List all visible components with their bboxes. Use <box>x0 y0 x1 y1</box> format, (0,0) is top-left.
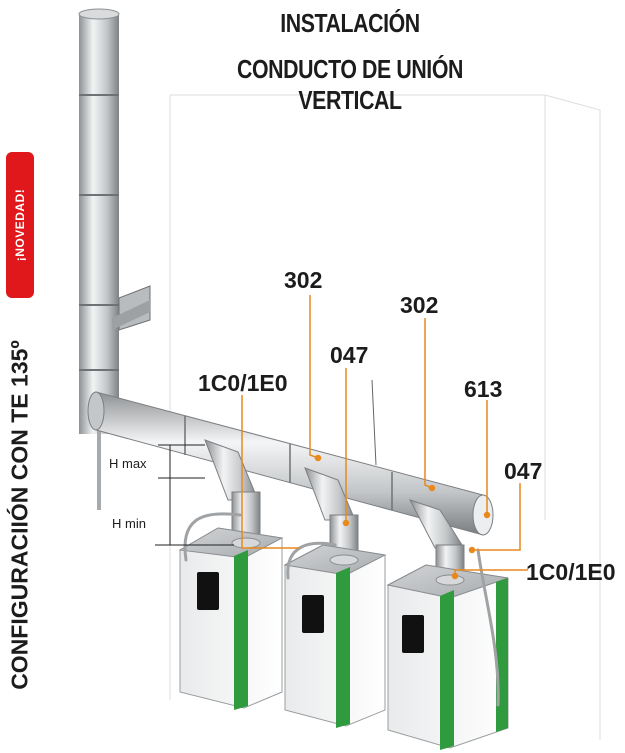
title-line-2: CONDUCTO DE UNIÓN VERTICAL <box>237 54 463 115</box>
callout-047-center: 047 <box>330 342 369 368</box>
boiler-middle <box>283 544 387 728</box>
boiler-left <box>178 527 284 710</box>
cables <box>183 512 500 707</box>
novedad-badge-label: ¡NOVEDAD! <box>13 188 27 262</box>
callout-1c0-right: 1C0/1E0 <box>526 559 616 585</box>
configuration-side-title: CONFIGURACIIÓN CON TE 135º <box>6 340 33 690</box>
tee-branches <box>204 439 465 576</box>
callout-302-left: 302 <box>284 267 323 293</box>
h-min-label: H min <box>112 516 146 531</box>
wall-outline <box>169 94 601 740</box>
callout-613: 613 <box>464 376 503 402</box>
horizontal-connecting-pipe <box>87 379 494 536</box>
vertical-chimney-pipe <box>78 8 120 510</box>
callout-302-right: 302 <box>400 292 439 318</box>
leader-lines <box>241 295 528 580</box>
height-dimension <box>155 444 234 546</box>
title-line-1: INSTALACIÓN <box>280 8 420 38</box>
wall-bracket <box>112 285 151 331</box>
h-max-label: H max <box>109 456 147 471</box>
callout-047-right: 047 <box>504 458 543 484</box>
boiler-right <box>386 564 509 750</box>
callout-1c0-left: 1C0/1E0 <box>198 370 288 396</box>
novedad-badge <box>6 152 34 298</box>
